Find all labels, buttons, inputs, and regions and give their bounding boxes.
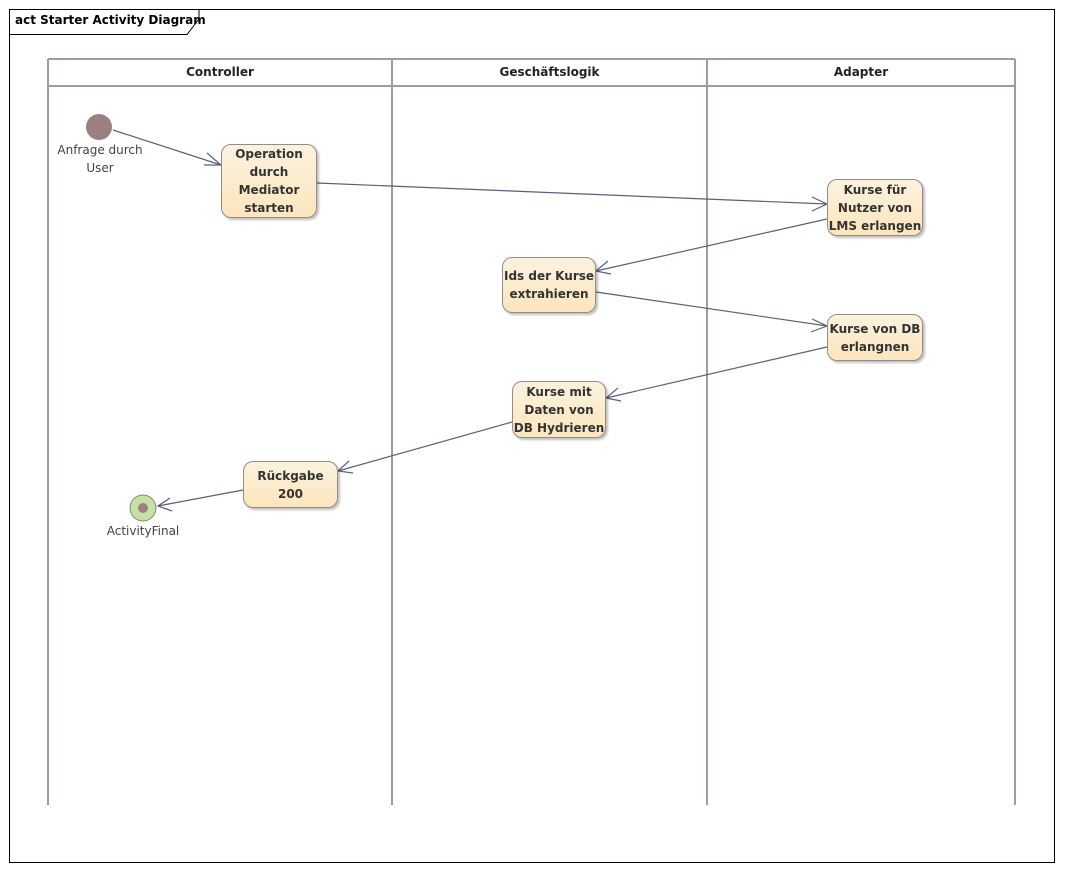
lane-header-controller: Controller — [186, 65, 254, 79]
lane-header-geschaeftslogik: Geschäftslogik — [499, 65, 600, 79]
action-kurse-db-erlangnen[interactable]: Kurse von DB erlangnen — [827, 314, 923, 361]
edge-hydrieren-to-rueckgabe — [336, 421, 513, 474]
action-kurse-hydrieren[interactable]: Kurse mit Daten von DB Hydrieren — [512, 381, 606, 438]
action-kurse-lms-label: Kurse für Nutzer von LMS erlangen — [828, 182, 922, 233]
action-rueckgabe-label: Rückgabe 200 — [257, 468, 324, 501]
edge-rueckgabe-to-final — [156, 489, 244, 512]
action-ids-label: Ids der Kurse extrahieren — [503, 269, 595, 301]
title-tab-shape — [9, 9, 200, 35]
edge-kurse-lms-to-ids — [594, 218, 828, 275]
lane-header-adapter: Adapter — [833, 65, 889, 79]
action-rueckgabe-200[interactable]: Rückgabe 200 — [243, 461, 338, 508]
edge-kurse-db-to-hydrieren — [604, 346, 828, 402]
action-kurse-lms-erlangen[interactable]: Kurse für Nutzer von LMS erlangen — [827, 179, 923, 236]
diagram-title: act Starter Activity Diagram — [15, 13, 206, 27]
action-kurse-db-label: Kurse von DB erlangnen — [829, 321, 921, 354]
initial-node-label: Anfrage durch User — [57, 143, 143, 175]
edge-ids-to-kurse-db — [595, 291, 829, 333]
action-operation-starten[interactable]: Operation durch Mediator starten — [221, 144, 317, 218]
action-operation-label: Operation durch Mediator starten — [235, 147, 303, 215]
action-ids-extrahieren[interactable]: Ids der Kurse extrahieren — [502, 257, 596, 313]
final-node-label: ActivityFinal — [106, 524, 180, 538]
edge-operation-to-kurse-lms — [316, 182, 829, 212]
action-hydrieren-label: Kurse mit Daten von DB Hydrieren — [513, 384, 605, 435]
